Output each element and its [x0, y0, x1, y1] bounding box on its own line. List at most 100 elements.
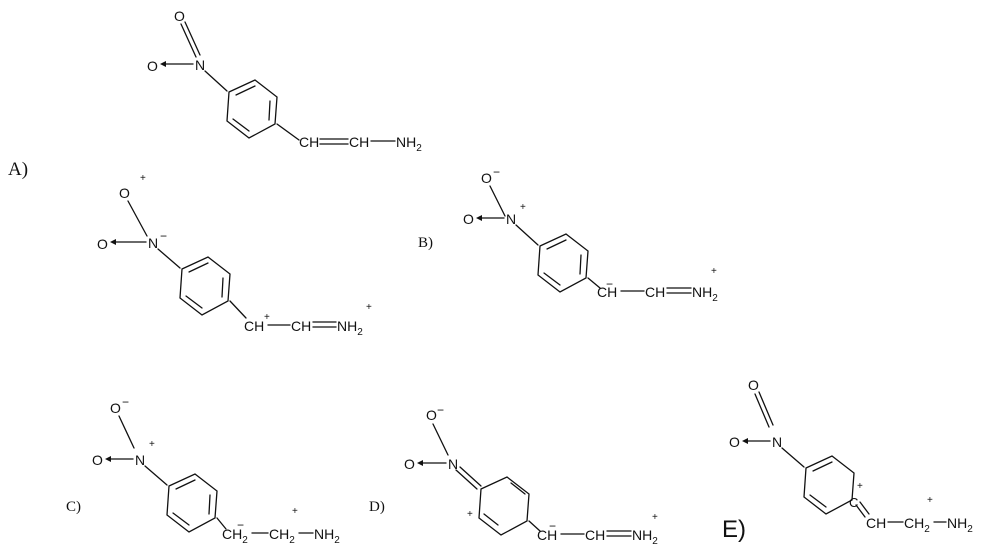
a-chain-ch1: CH	[299, 134, 319, 150]
e-dative-arrowhead	[742, 438, 748, 444]
a-nitrogen: N	[195, 57, 205, 73]
label-e: E)	[722, 516, 746, 543]
a2-charge-o-top: +	[140, 173, 146, 184]
a-bond-n-ring	[204, 70, 228, 92]
e-oxygen-top: O	[748, 377, 759, 393]
d-oxygen-left: O	[404, 456, 415, 472]
b-chain-ch1: CH	[597, 284, 617, 300]
d-charge-ring: +	[467, 509, 473, 520]
structure-a2: O + O N − CH + CH NH2 +	[97, 173, 372, 338]
e-oxygen-left: O	[729, 434, 740, 450]
c-charge-ch1: −	[237, 518, 244, 532]
d-dative-arrowhead	[417, 460, 423, 466]
a-benzene-ring	[226, 79, 278, 139]
d-double-bond-n-ring-2	[459, 466, 482, 487]
a2-chain-nh2: NH2	[337, 318, 363, 338]
b-charge-chain-n: +	[711, 266, 717, 277]
d-bond-n-o-top	[432, 423, 449, 456]
b-chain-nh2: NH2	[692, 284, 718, 304]
structure-b: B) O − O N + CH − CH NH2 +	[418, 165, 718, 304]
a2-dative-arrowhead	[110, 239, 116, 245]
c-chain-ch2-a: CH2	[222, 526, 248, 546]
b-nitrogen: N	[506, 211, 516, 227]
label-b: B)	[418, 235, 433, 251]
a2-charge-chain-n: +	[366, 302, 372, 313]
a-bond-n-o-top-2	[184, 21, 201, 56]
c-oxygen-top: O	[110, 400, 121, 416]
e-charge-ring: +	[857, 481, 863, 492]
b-bond-n-ring	[515, 224, 539, 246]
e-bond-n-ring	[781, 447, 805, 468]
a-dative-arrowhead	[160, 61, 166, 67]
a-oxygen-left: O	[147, 58, 158, 74]
d-chain-nh2: NH2	[632, 527, 658, 547]
label-a: A)	[8, 159, 28, 180]
d-oxygen-top: O	[426, 407, 437, 423]
c-chain-nh2: NH2	[314, 526, 340, 546]
label-d: D)	[369, 499, 385, 515]
b-oxygen-top: O	[481, 170, 492, 186]
a2-chain-ch2: CH	[291, 318, 311, 334]
b-oxygen-left: O	[463, 211, 474, 227]
structure-d: D) O − O N + CH − CH NH2 +	[369, 403, 658, 547]
c-bond-n-o-top	[118, 415, 135, 449]
a-chain-nh2: NH2	[396, 134, 422, 154]
b-benzene-ring	[537, 233, 589, 293]
b-bond-ring-chain	[587, 277, 601, 289]
a2-bond-ring-chain	[229, 300, 247, 319]
a-bond-n-o-top-1	[180, 23, 197, 58]
e-chain-nh2: NH2	[947, 515, 973, 535]
d-quinoid-ring	[478, 476, 530, 536]
e-double-bond-exo-2	[859, 501, 870, 515]
b-charge-ch1: −	[606, 277, 613, 291]
a2-bond-n-ring	[157, 248, 181, 269]
a2-nitrogen: N	[148, 235, 158, 251]
e-chain-ch2: CH2	[904, 515, 930, 535]
a2-oxygen-left: O	[97, 236, 108, 252]
e-charge-ch2: +	[927, 495, 933, 506]
d-charge-o-top: −	[437, 403, 444, 417]
a2-charge-ch1: +	[264, 312, 270, 323]
b-charge-n: +	[520, 202, 526, 213]
label-c: C)	[66, 499, 81, 515]
a2-chain-ch1: CH	[244, 318, 264, 334]
a2-oxygen-top: O	[119, 185, 130, 201]
a-bond-ring-chain	[276, 123, 300, 141]
a-oxygen-top: O	[174, 8, 185, 24]
e-ring	[803, 455, 855, 515]
c-benzene-ring	[166, 473, 218, 533]
a2-benzene-ring	[179, 256, 231, 316]
e-bond-n-o-top-2	[758, 391, 774, 426]
structure-c: C) O − O N + CH2 − CH2 + NH2	[66, 395, 340, 546]
c-chain-ch2-b: CH2	[269, 526, 295, 546]
e-bond-n-o-top-1	[754, 393, 770, 428]
b-charge-o-top: −	[493, 165, 500, 179]
c-dative-arrowhead	[105, 456, 111, 462]
c-charge-n: +	[149, 439, 155, 450]
a2-bond-n-o-top	[127, 200, 148, 237]
e-ring-carbon: C	[849, 495, 858, 510]
c-nitrogen: N	[135, 452, 145, 468]
e-nitrogen: N	[772, 434, 782, 450]
c-oxygen-left: O	[92, 452, 103, 468]
b-chain-ch2: CH	[645, 284, 665, 300]
a-chain-ch2: CH	[349, 134, 369, 150]
d-charge-ch1: −	[549, 519, 556, 533]
d-chain-ch2: CH	[585, 527, 605, 543]
structure-e: E) O O N + C CH CH2 + NH2	[722, 377, 973, 543]
d-nitrogen: N	[448, 456, 458, 472]
d-bond-ring-chain	[528, 520, 541, 532]
d-chain-ch1: CH	[537, 527, 557, 543]
c-charge-ch2: +	[292, 506, 298, 517]
e-chain-ch: CH	[866, 515, 886, 531]
d-charge-chain-n: +	[652, 512, 658, 523]
b-dative-arrowhead	[476, 215, 482, 221]
e-double-bond-exo-1	[855, 504, 866, 518]
c-bond-n-ring	[144, 465, 168, 486]
structure-a: A) O O N CH CH NH2	[8, 8, 422, 180]
c-charge-o-top: −	[122, 395, 129, 409]
b-bond-n-o-top	[489, 185, 506, 217]
a2-charge-n: −	[160, 229, 167, 243]
c-bond-ring-chain	[216, 517, 227, 530]
